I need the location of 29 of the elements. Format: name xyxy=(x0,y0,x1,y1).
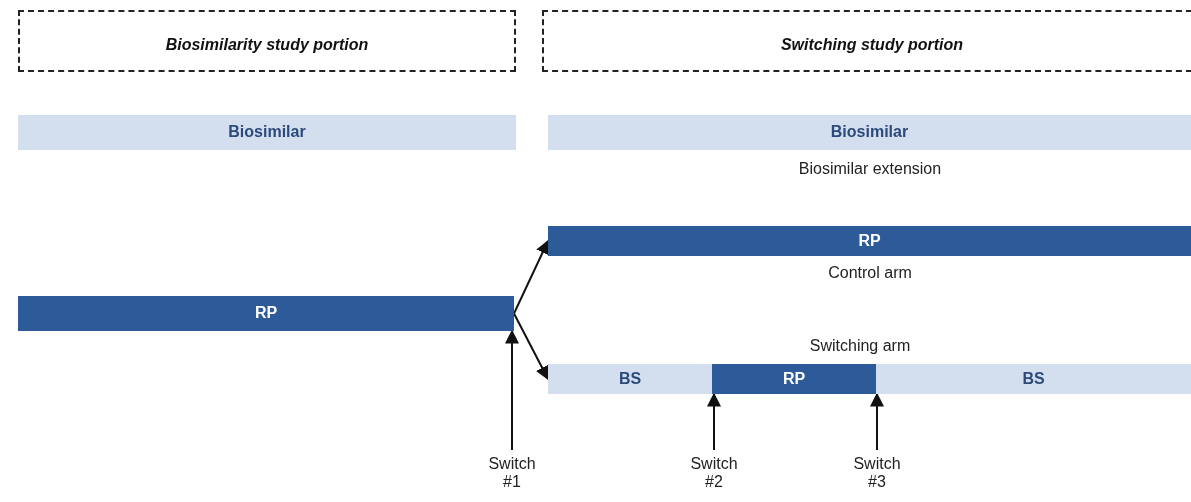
light-bar xyxy=(548,364,712,394)
bar-label: BS xyxy=(1022,369,1045,389)
arm-label: Switching arm xyxy=(809,337,911,355)
bar-label: RP xyxy=(858,231,881,251)
switch-label: Switch #1 xyxy=(487,454,537,492)
light-bar xyxy=(548,115,1191,150)
arm-label: Biosimilar extension xyxy=(798,160,942,178)
arrow xyxy=(505,329,519,451)
arm-label: Control arm xyxy=(828,264,912,282)
dark-bar xyxy=(548,226,1191,256)
dark-bar xyxy=(712,364,876,394)
light-bar xyxy=(18,115,516,150)
bar-label: Biosimilarity study portion xyxy=(165,36,369,55)
bar-label: Biosimilar xyxy=(830,123,909,142)
bar-label: RP xyxy=(254,304,278,323)
dashed-header-box xyxy=(542,10,1191,72)
bar-label: Biosimilar xyxy=(228,123,306,142)
light-bar xyxy=(876,364,1191,394)
bar-label: RP xyxy=(782,369,806,389)
dashed-header-box xyxy=(18,10,516,72)
arrow xyxy=(513,312,549,381)
arrow xyxy=(707,392,721,451)
bar-label: Switching study portion xyxy=(780,36,964,55)
arrow xyxy=(870,392,884,451)
bar-label: BS xyxy=(618,369,642,389)
dark-bar xyxy=(18,296,514,331)
switch-label: Switch #3 xyxy=(852,454,902,492)
arrow xyxy=(513,239,549,315)
switch-label: Switch #2 xyxy=(689,454,739,492)
